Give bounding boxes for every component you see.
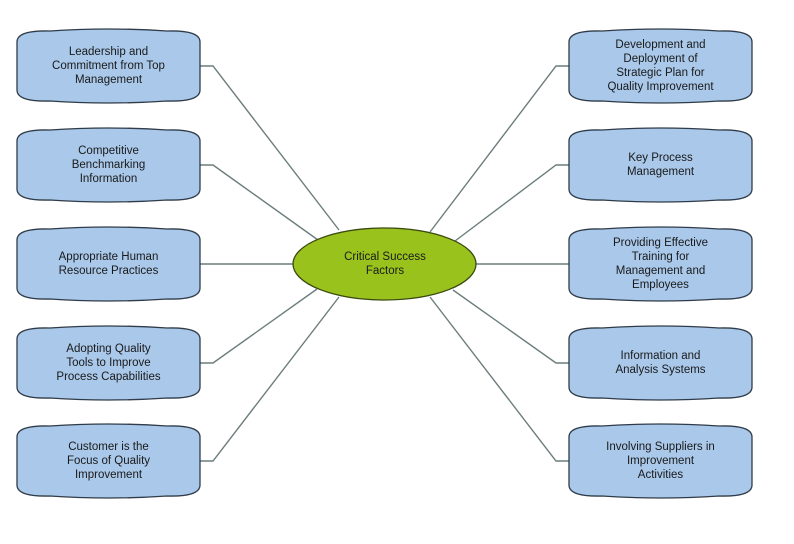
left-node-3-shape[interactable] [16,226,201,302]
right-node-4-shape[interactable] [568,325,753,401]
left-node-1-shape[interactable] [16,28,201,104]
connectors [200,65,569,462]
left-node-2-shape[interactable] [16,127,201,203]
left-node-4-shape[interactable] [16,325,201,401]
center-node-shape[interactable] [292,227,477,301]
right-node-3-shape[interactable] [568,226,753,302]
left-node-5-shape[interactable] [16,423,201,499]
connector-right-1 [429,65,569,233]
right-node-1-shape[interactable] [568,28,753,104]
connector-right-2 [454,164,569,242]
right-node-5-shape[interactable] [568,423,753,499]
nodes [16,28,753,499]
connector-left-5 [200,296,340,462]
connector-right-4 [452,289,569,364]
connector-left-4 [200,288,318,364]
connector-left-1 [200,65,340,231]
connector-right-5 [429,296,569,462]
connector-left-2 [200,164,319,241]
right-node-2-shape[interactable] [568,127,753,203]
